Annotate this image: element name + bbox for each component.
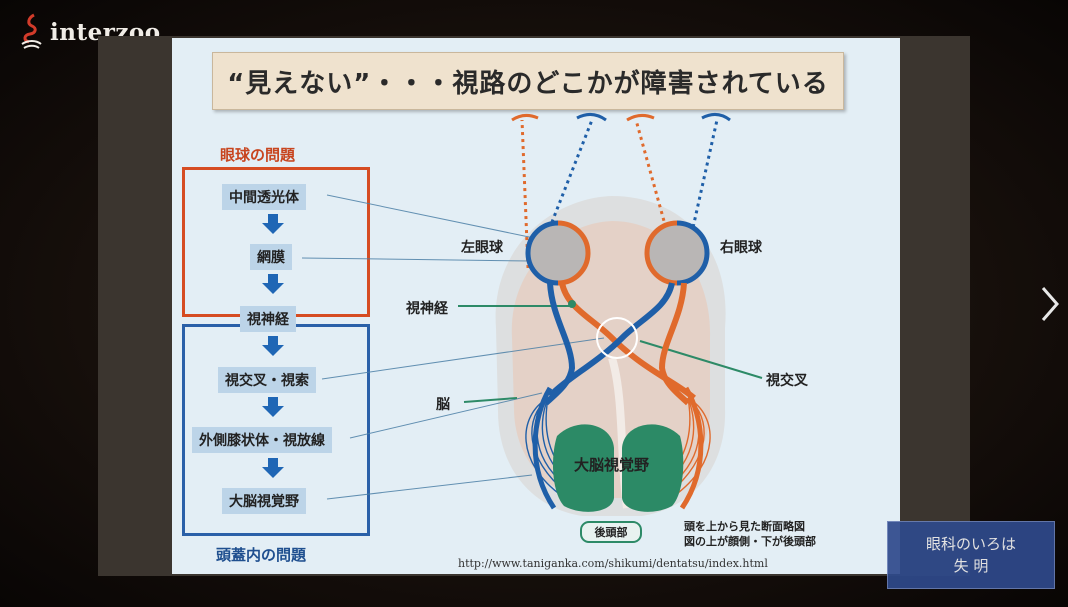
caption-line-1: 頭を上から見た断面略図 bbox=[684, 520, 805, 533]
step-optic-nerve: 視神経 bbox=[240, 306, 296, 332]
right-eye-label: 右眼球 bbox=[720, 240, 762, 256]
left-eye-label: 左眼球 bbox=[461, 240, 503, 256]
presentation-slide: “見えない”・・・視路のどこかが障害されている 眼球の問題 頭蓋内の問題 中間透… bbox=[172, 38, 900, 574]
intracranial-problem-header: 頭蓋内の問題 bbox=[216, 546, 307, 564]
badge-episode: 失 明 bbox=[953, 557, 989, 575]
source-url: http://www.taniganka.com/shikumi/dentats… bbox=[458, 557, 768, 570]
step-media: 中間透光体 bbox=[222, 184, 306, 210]
eye-problem-header: 眼球の問題 bbox=[220, 146, 296, 164]
step-visual-cortex: 大脳視覚野 bbox=[222, 488, 306, 514]
interzoo-logo-icon bbox=[21, 13, 42, 49]
slide-title: “見えない”・・・視路のどこかが障害されている bbox=[212, 52, 844, 110]
step-retina: 網膜 bbox=[250, 244, 292, 270]
visual-cortex-label: 大脳視覚野 bbox=[574, 456, 650, 474]
chevron-right-icon[interactable] bbox=[1034, 282, 1064, 326]
brain-label: 脳 bbox=[436, 397, 450, 413]
optic-nerve-label: 視神経 bbox=[406, 301, 448, 317]
episode-badge: 眼科のいろは 失 明 bbox=[887, 521, 1055, 589]
visual-pathway-diagram bbox=[301, 113, 763, 516]
chiasm-label: 視交叉 bbox=[766, 373, 808, 389]
rear-of-head-label: 後頭部 bbox=[580, 521, 642, 543]
badge-series: 眼科のいろは bbox=[925, 535, 1016, 553]
caption-line-2: 図の上が顔側・下が後頭部 bbox=[684, 535, 816, 548]
diagram-caption: 頭を上から見た断面略図 図の上が顔側・下が後頭部 bbox=[684, 519, 816, 549]
step-chiasm-tract: 視交叉・視索 bbox=[218, 367, 316, 393]
step-lgn-radiation: 外側膝状体・視放線 bbox=[192, 427, 332, 453]
